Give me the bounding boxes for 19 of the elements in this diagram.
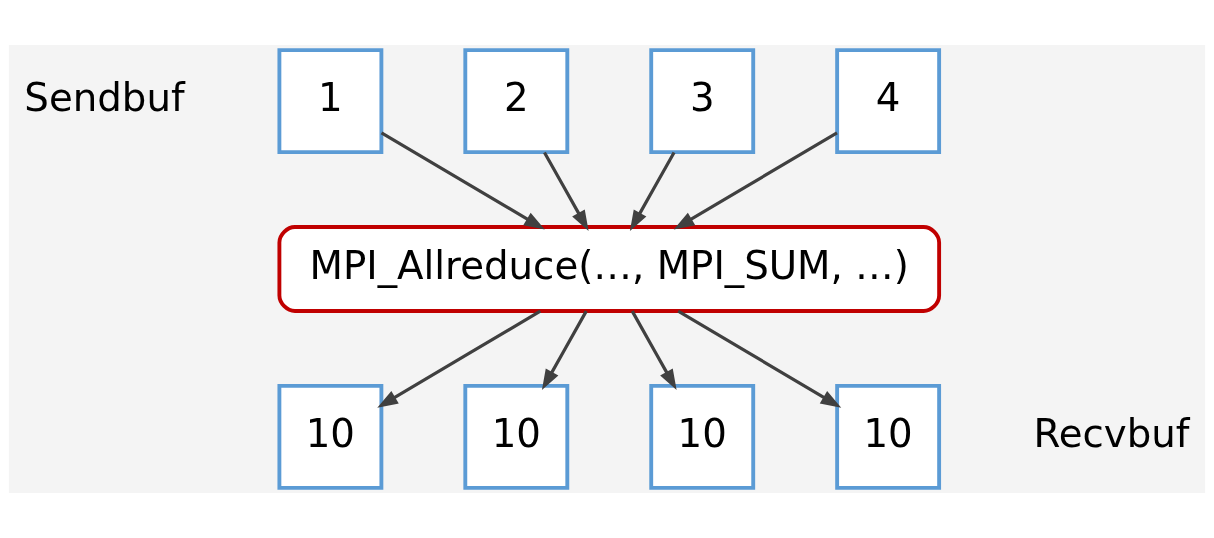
node-box: MPI_Allreduce(…, MPI_SUM, …) <box>277 225 942 313</box>
arrow <box>380 131 545 230</box>
arrow <box>629 151 676 231</box>
label: Recvbuf <box>1033 410 1190 456</box>
arrow <box>677 309 842 408</box>
arrow <box>377 309 542 408</box>
arrow <box>630 310 677 390</box>
node-box: 3 <box>649 48 756 155</box>
node-box: 10 <box>463 383 570 490</box>
arrow <box>543 151 589 231</box>
arrow <box>673 131 838 230</box>
node-box: 1 <box>277 48 384 155</box>
label: Sendbuf <box>24 74 185 120</box>
arrow <box>541 310 588 390</box>
node-box: 10 <box>277 383 384 490</box>
node-box: 4 <box>835 48 942 155</box>
node-box: 10 <box>835 383 942 490</box>
node-box: 2 <box>463 48 570 155</box>
node-box: 10 <box>649 383 756 490</box>
